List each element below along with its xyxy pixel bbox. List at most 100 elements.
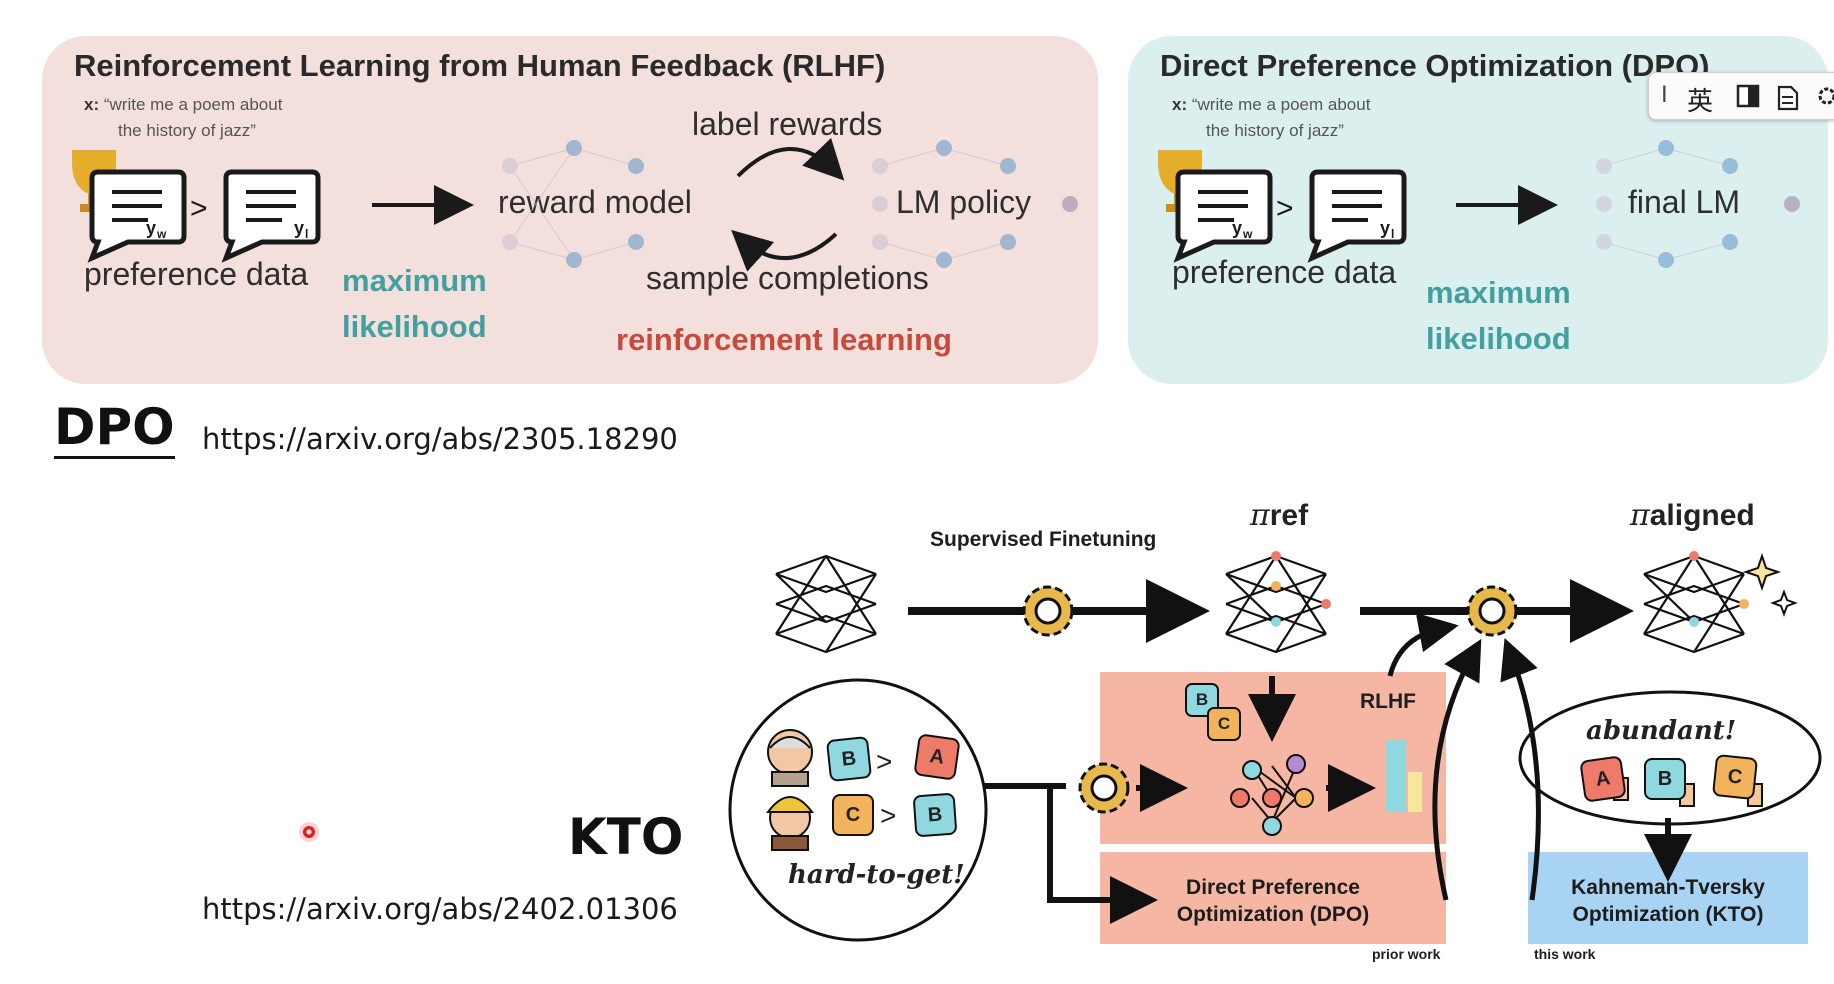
hard-to-get-circle (728, 678, 988, 942)
laser-pointer-dot (299, 822, 319, 842)
rlhf-panel: Reinforcement Learning from Human Feedba… (42, 36, 1098, 384)
tag-c-1: C (832, 794, 874, 836)
yw-subscript: w (156, 227, 167, 241)
rlhf-preference-label: preference data (84, 256, 309, 292)
rlhf-ml-line2: likelihood (342, 309, 487, 344)
abundant-label: abundant! (1586, 716, 1737, 746)
align-gear-icon (1466, 585, 1518, 637)
rlhf-max-likelihood: maximum likelihood (342, 258, 487, 350)
pi-aligned-symbol: π (1630, 498, 1650, 533)
rlhf-box-label: RLHF (1360, 690, 1416, 713)
label-rewards-arrow (736, 137, 845, 181)
rlhf-reward-bar-yellow (1408, 772, 1422, 812)
final-lm-network (1596, 140, 1800, 268)
pi-ref-label: πref (1250, 498, 1308, 533)
tag-c-kto: C (1711, 753, 1759, 801)
tag-b-kto: B (1644, 758, 1686, 800)
reward-model-network (502, 140, 644, 268)
pi-ref-subscript: ref (1269, 499, 1309, 532)
rlhf-ml-line1: maximum (342, 263, 487, 298)
dpo-box-line1: Direct Preference (1186, 876, 1360, 899)
pi-aligned-subscript: aligned (1649, 499, 1755, 532)
kto-box-label: Kahneman-Tversky Optimization (KTO) (1528, 874, 1808, 928)
settings-icon[interactable] (1815, 83, 1834, 109)
dpo-yw-subscript: w (1242, 227, 1253, 241)
reward-model-label: reward model (498, 184, 692, 220)
dpo-yl-label: y (1380, 218, 1390, 238)
tag-a-1: A (913, 733, 961, 781)
dpo-yl-subscript: l (1391, 227, 1394, 241)
response-yl-icon (221, 169, 321, 263)
aligned-model-network-icon (1643, 554, 1745, 654)
dpo-gt: > (1276, 192, 1294, 225)
lm-policy-network (872, 140, 1078, 268)
kto-paper-link[interactable]: https://arxiv.org/abs/2402.01306 (202, 892, 678, 926)
rlhf-prompt-line1: “write me a poem about (103, 95, 283, 114)
ref-model-network-icon (1225, 554, 1327, 654)
dpo-heading: DPO (54, 398, 175, 459)
dpo-to-align-arrow (1432, 638, 1482, 901)
dpo-yw-label: y (1232, 218, 1242, 238)
sample-completions-label: sample completions (646, 260, 929, 296)
dpo-prompt-line1: “write me a poem about (1191, 95, 1371, 114)
ref-model-nodes (1271, 551, 1331, 627)
half-width-icon[interactable] (1735, 83, 1761, 109)
tag-b-2: B (912, 792, 958, 838)
lm-policy-label: LM policy (896, 184, 1032, 220)
rlhf-gt: > (190, 192, 208, 225)
ime-language-toggle[interactable]: 英 (1687, 87, 1714, 117)
rlhf-prompt-prefix: x: (84, 95, 100, 114)
kto-heading: KTO (568, 808, 684, 866)
ime-toolbar: I 英 (1648, 72, 1834, 120)
kto-box-line1: Kahneman-Tversky (1571, 876, 1765, 899)
pi-aligned-label: πaligned (1630, 498, 1755, 533)
sft-gear-icon (1022, 585, 1074, 637)
old-man-icon (767, 729, 813, 787)
sample-completions-arrow (731, 229, 838, 272)
aligned-model-nodes (1689, 551, 1749, 627)
reward-model-graph-icon (1230, 754, 1314, 836)
yw-label: y (146, 218, 156, 238)
tag-c-rlhf: C (1217, 714, 1231, 733)
gt-1: > (876, 746, 893, 777)
this-work-label: this work (1534, 946, 1596, 962)
pi-ref-symbol: π (1250, 498, 1270, 533)
dpo-prompt-line2: the history of jazz” (1206, 121, 1344, 140)
rlhf-to-align-arrow (1387, 612, 1459, 677)
toolbox-icon[interactable] (1773, 81, 1801, 111)
rlhf-data-pair-icon (1185, 683, 1241, 741)
rlhf-title: Reinforcement Learning from Human Feedba… (74, 48, 886, 83)
gt-2: > (880, 800, 897, 831)
tag-b-1: B (825, 735, 873, 783)
kto-box-line2: Optimization (KTO) (1572, 903, 1764, 926)
label-rewards-label: label rewards (692, 106, 883, 142)
data-to-dpo-arrow (1047, 786, 1158, 924)
yl-label: y (294, 218, 304, 238)
tag-b-rlhf: B (1195, 690, 1209, 709)
abundant-circle (1518, 690, 1822, 826)
dpo-box-line2: Optimization (DPO) (1176, 903, 1370, 926)
rlhf-reward-bar-blue (1386, 740, 1406, 812)
dpo-ml-line2: likelihood (1426, 321, 1571, 356)
reinforcement-learning-label: reinforcement learning (616, 322, 952, 357)
dpo-preference-label: preference data (1172, 254, 1397, 290)
tag-a-kto: A (1579, 755, 1627, 803)
rlhf-prompt: x: “write me a poem about the history of… (84, 92, 344, 144)
dpo-max-likelihood: maximum likelihood (1426, 270, 1571, 362)
final-lm-label: final LM (1628, 184, 1741, 220)
dpo-prompt-prefix: x: (1172, 95, 1188, 114)
dpo-response-yw-icon (1173, 169, 1273, 263)
sft-label: Supervised Finetuning (930, 528, 1157, 551)
dpo-response-yl-icon (1307, 169, 1407, 263)
kto-to-align-arrow (1500, 638, 1541, 901)
data-gear-icon (1078, 762, 1130, 814)
base-model-network-icon (775, 554, 877, 654)
hard-to-get-label: hard-to-get! (788, 860, 965, 890)
dpo-ml-line1: maximum (1426, 275, 1571, 310)
dpo-paper-link[interactable]: https://arxiv.org/abs/2305.18290 (202, 422, 678, 456)
yl-subscript: l (305, 227, 308, 241)
dpo-box-label: Direct Preference Optimization (DPO) (1110, 874, 1436, 928)
ime-cursor-icon: I (1661, 81, 1668, 108)
